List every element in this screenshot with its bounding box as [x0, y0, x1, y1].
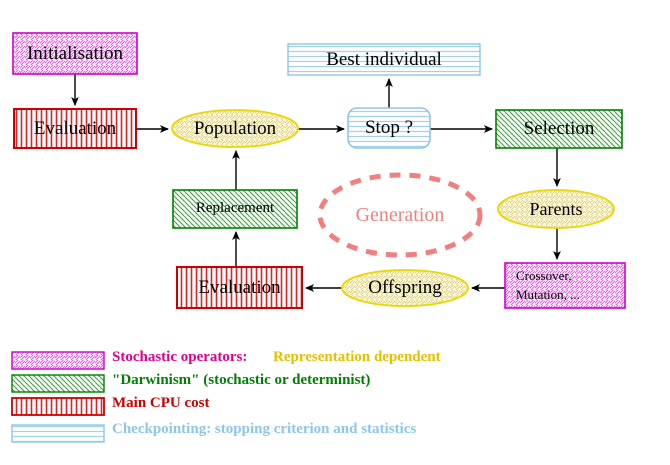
node-evaluation-bottom[interactable] [176, 266, 303, 309]
legend-text-main-cpu-cost: Main CPU cost [112, 395, 210, 411]
node-generation [317, 172, 483, 258]
legend-text-checkpointing: Checkpointing: stopping criterion and st… [112, 421, 417, 437]
legend-swatch-stochastic-operators [11, 351, 105, 370]
node-evaluation-top[interactable] [13, 108, 137, 149]
legend-text-representation-dependent: Representation dependent [273, 349, 441, 365]
legend-text-darwinism: "Darwinism" (stochastic or determinist) [112, 372, 371, 388]
node-replacement[interactable] [172, 189, 298, 229]
node-crossover[interactable] [504, 262, 626, 309]
node-parents[interactable] [497, 189, 615, 229]
legend-swatch-main-cpu-cost [11, 397, 105, 416]
node-initialisation[interactable] [12, 32, 138, 75]
legend-swatch-darwinism [11, 374, 105, 393]
legend-text-stochastic-operators: Stochastic operators: [112, 349, 248, 365]
legend-swatch-checkpointing [11, 424, 105, 443]
node-selection[interactable] [495, 109, 623, 149]
node-stop[interactable] [347, 107, 431, 149]
node-population[interactable] [171, 109, 299, 148]
node-offspring[interactable] [341, 269, 469, 307]
node-best-individual[interactable] [287, 43, 481, 76]
